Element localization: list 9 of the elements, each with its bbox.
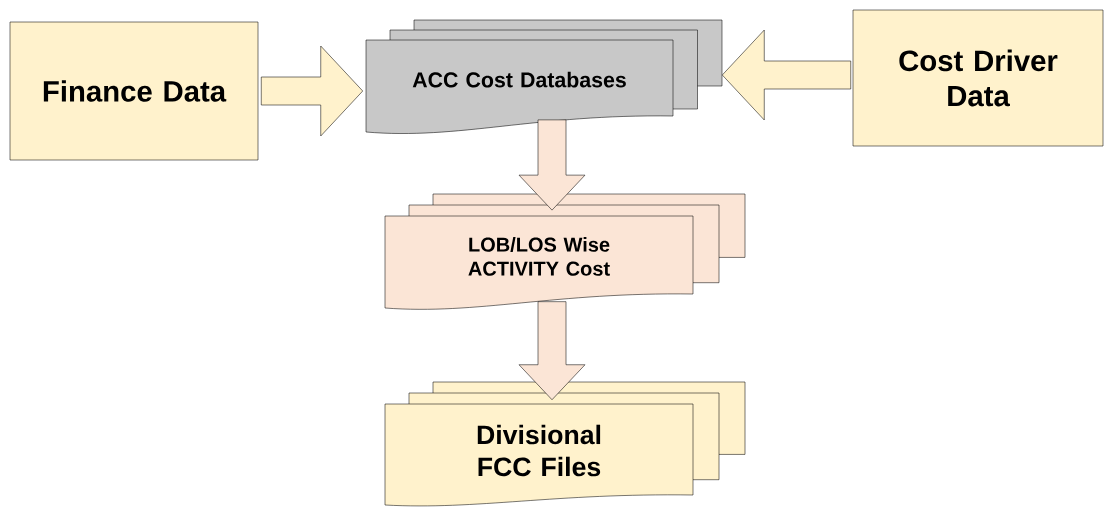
document-stack: LOB/LOS Wise ACTIVITY Cost: [384, 193, 746, 310]
document-stack: Divisional FCC Files: [384, 381, 746, 507]
block-arrow: [261, 45, 363, 137]
document-stack: ACC Cost Databases: [365, 19, 723, 134]
block-arrow: [518, 119, 586, 211]
process-box: Finance Data: [9, 21, 259, 161]
process-box: Cost Driver Data: [852, 9, 1104, 147]
block-arrow: [722, 29, 851, 121]
block-arrow: [518, 301, 586, 400]
